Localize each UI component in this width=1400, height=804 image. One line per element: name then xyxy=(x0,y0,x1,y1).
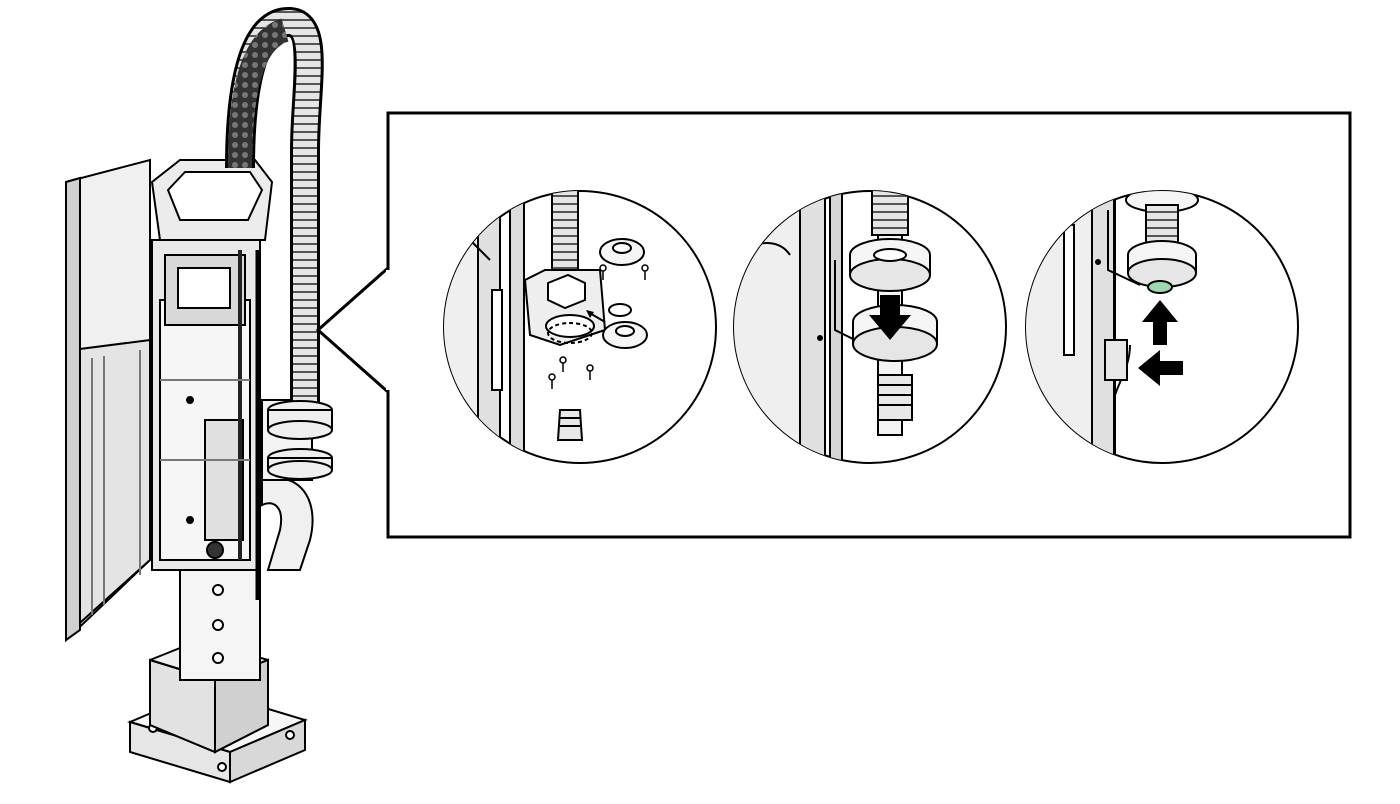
step-2-detail xyxy=(733,190,1007,464)
arrow-left-icon xyxy=(1138,350,1183,386)
top-head xyxy=(150,159,274,241)
arrow-down-icon xyxy=(869,295,911,340)
callout-pointer xyxy=(315,264,390,396)
side-door xyxy=(65,158,151,643)
seal-highlight xyxy=(1147,280,1173,294)
flexible-hose xyxy=(225,7,333,480)
step-3-detail xyxy=(1025,190,1299,464)
cabinet-frame xyxy=(151,239,261,600)
arrow-up-icon xyxy=(1142,300,1178,345)
screw-icon xyxy=(548,264,649,389)
